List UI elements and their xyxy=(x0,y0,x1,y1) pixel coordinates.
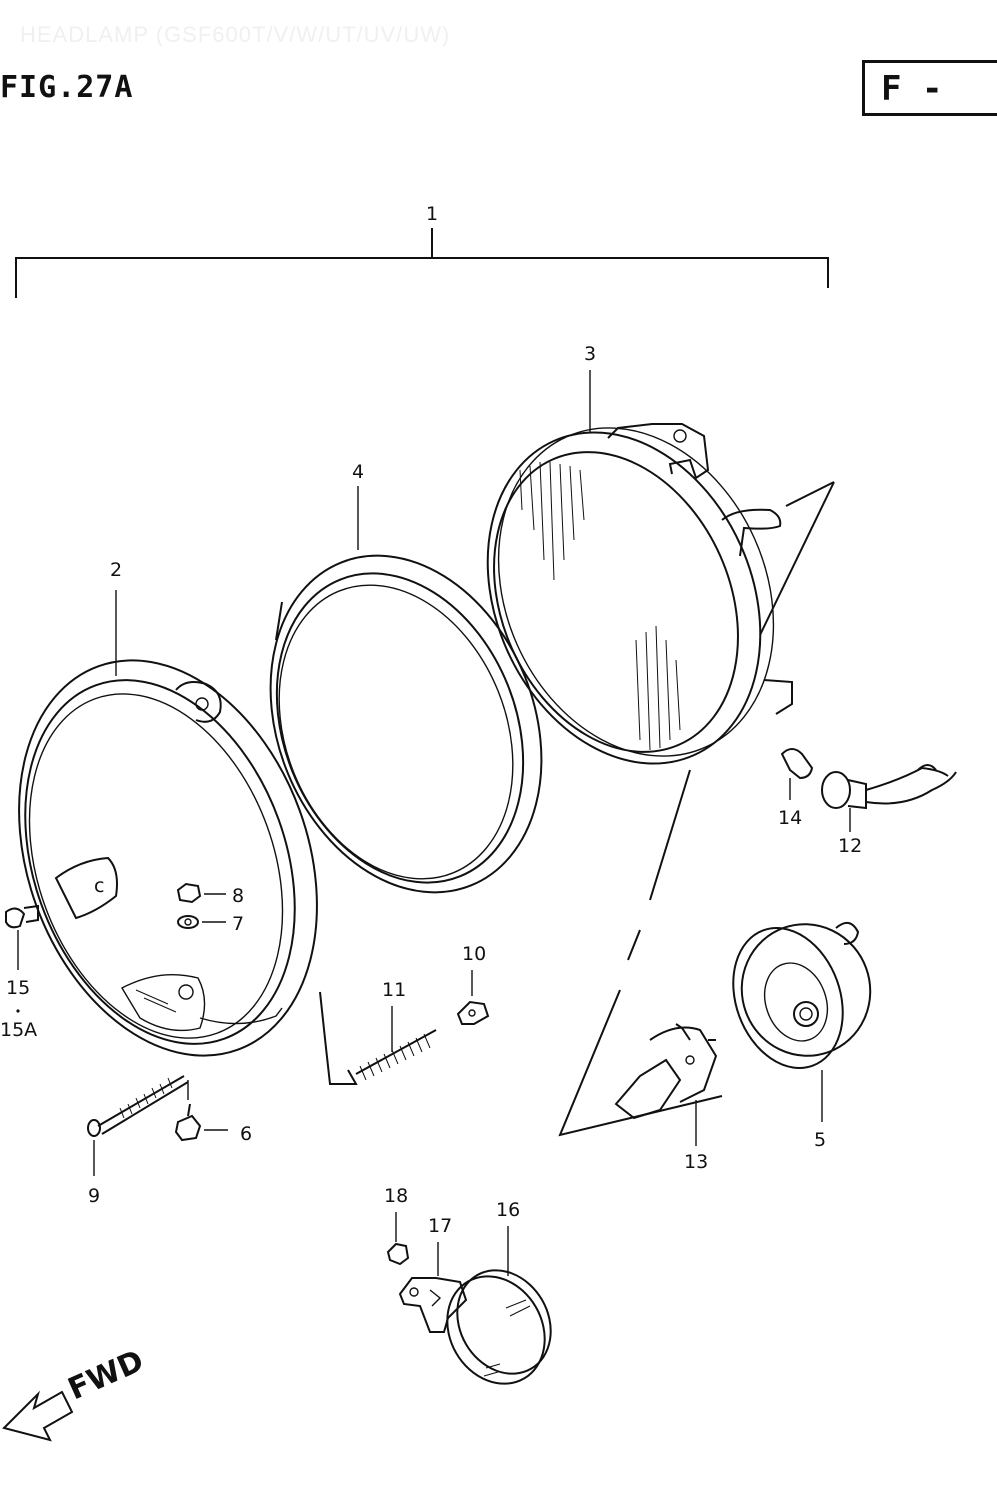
callout-5: 5 xyxy=(814,1129,826,1151)
callout-12: 12 xyxy=(838,835,862,857)
callout-18: 18 xyxy=(384,1185,408,1207)
part-bracket-17 xyxy=(398,1277,468,1333)
part-bolt-15 xyxy=(5,904,39,929)
part-lens-unit xyxy=(486,423,835,765)
callout-15a: 15A xyxy=(0,1019,37,1041)
part-socket-cover xyxy=(732,921,872,1069)
callout-16: 16 xyxy=(496,1199,520,1221)
callout-15: 15 xyxy=(6,977,30,999)
callout-14: 14 xyxy=(778,807,802,829)
callout-2: 2 xyxy=(110,559,122,581)
fwd-arrow-icon xyxy=(2,1390,74,1442)
part-long-screw xyxy=(87,1075,189,1137)
callout-leaders xyxy=(17,370,851,1276)
callout-numbers: 1 2 3 4 5 6 7 8 9 10 11 12 13 14 15 15A … xyxy=(0,203,862,1237)
fwd-arrow: FWD xyxy=(2,1343,149,1442)
part-socket-wire xyxy=(821,764,957,810)
guide-lines xyxy=(319,769,723,1137)
callout-7: 7 xyxy=(232,913,244,935)
part-nut-10 xyxy=(456,1000,490,1025)
callout-11: 11 xyxy=(382,979,406,1001)
part-cap-16 xyxy=(446,1269,552,1385)
figure-label: FIG.27A xyxy=(0,70,134,105)
part-rim-ring xyxy=(269,554,543,894)
callout-17: 17 xyxy=(428,1215,452,1237)
part-small-bulb xyxy=(780,748,814,780)
callout-3: 3 xyxy=(584,343,596,365)
part-nut-18 xyxy=(386,1242,410,1266)
callout-8: 8 xyxy=(232,885,244,907)
callout-13: 13 xyxy=(684,1151,708,1173)
faint-page-title: HEADLAMP (GSF600T/V/W/UT/UV/UW) xyxy=(20,22,451,47)
part-screw-6 xyxy=(174,1103,202,1142)
lens-hatching xyxy=(519,461,681,751)
separator-dot xyxy=(16,1009,20,1013)
callout-10: 10 xyxy=(462,943,486,965)
part-spring xyxy=(355,1029,437,1081)
callout-6: 6 xyxy=(240,1123,252,1145)
assembly-bracket xyxy=(15,228,829,298)
part-bulb xyxy=(614,1023,718,1120)
part-housing-rim: c xyxy=(18,659,318,1057)
fwd-label: FWD xyxy=(63,1343,149,1407)
section-code-box: F - xyxy=(862,60,997,116)
svg-text:c: c xyxy=(94,875,104,897)
section-code: F - xyxy=(881,69,943,109)
callout-1: 1 xyxy=(426,203,438,225)
callout-4: 4 xyxy=(352,461,364,483)
callout-9: 9 xyxy=(88,1185,100,1207)
part-nut-washer xyxy=(176,882,202,929)
